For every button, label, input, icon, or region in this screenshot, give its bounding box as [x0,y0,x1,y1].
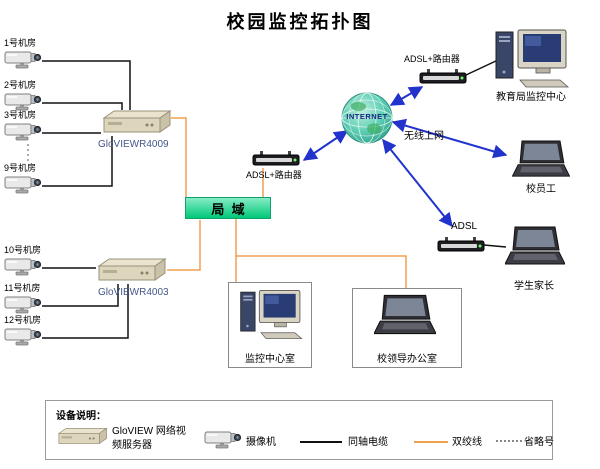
adsl-label: ADSL [451,221,478,232]
camera-label: 11号机房 [4,283,41,293]
camera-node-room10: 10号机房 [4,245,50,283]
video-server-icon [100,110,172,136]
legend-coaxial-label: 同轴电缆 [348,437,388,448]
camera-label: 9号机房 [4,163,37,173]
legend-twisted-label: 双绞线 [452,437,482,448]
legend-title: 设备说明： [56,411,106,422]
camera-icon [4,174,42,196]
internet-label: INTERNET [346,112,388,121]
adsl-router-icon [252,150,300,168]
coaxial-cable-lines [42,59,507,339]
diagram-title: 校园监控拓扑图 [226,12,374,32]
camera-icon [4,256,42,278]
camera-node-room2: 2号机房 [4,80,50,118]
monitor-room-box [228,282,312,368]
laptop-icon [512,140,570,180]
camera-icon [204,429,242,451]
ellipsis-line-sample [496,440,522,442]
server-name-label: GloVIEWR4003 [98,287,169,298]
server-name-label: GloVIEWR4009 [98,139,169,150]
adsl-router-label: ADSL+路由器 [246,170,302,180]
camera-node-room3: 3号机房 [4,110,50,148]
leader-office-box [352,288,462,368]
parents-label: 学生家长 [514,281,554,292]
camera-label: 10号机房 [4,245,42,255]
laptop-icon [505,226,565,268]
camera-node-room9: 9号机房 [4,163,50,201]
camera-node-room1: 1号机房 [4,38,50,76]
camera-icon [4,121,42,143]
twisted-pair-lines [167,117,407,288]
wireless-label: 无线上网 [404,131,444,142]
adsl-router-label: ADSL+路由器 [404,54,460,64]
twisted-pair-line-sample [414,441,448,443]
lan-box: 局 域 [185,197,271,219]
desktop-computer-icon [494,28,572,90]
camera-label: 12号机房 [4,315,42,325]
adsl-modem-icon [437,236,485,254]
video-server-icon [95,258,167,284]
camera-icon [4,49,42,71]
legend-box [45,400,553,460]
staff-label: 校员工 [526,184,556,195]
adsl-router-icon [419,68,467,86]
camera-label: 2号机房 [4,80,37,90]
camera-icon [4,294,42,316]
legend-camera-label: 摄像机 [246,437,276,448]
edu-center-label: 教育局监控中心 [496,92,566,103]
legend-server-label: GloVIEW 网络视频服务器 [112,426,186,451]
video-server-icon [56,427,108,447]
laptop-icon [374,294,436,338]
coaxial-line-sample [300,441,342,443]
monitor-room-label: 监控中心室 [245,354,295,365]
camera-label: 3号机房 [4,110,37,120]
camera-icon [4,326,42,348]
camera-label: 1号机房 [4,38,37,48]
camera-node-room12: 12号机房 [4,315,50,353]
legend-ellipsis-label: 省略号 [524,437,554,448]
internet-arrow-links [302,86,508,228]
camera-node-room11: 11号机房 [4,283,50,321]
leader-office-label: 校领导办公室 [377,354,437,365]
desktop-computer-icon [239,288,305,342]
